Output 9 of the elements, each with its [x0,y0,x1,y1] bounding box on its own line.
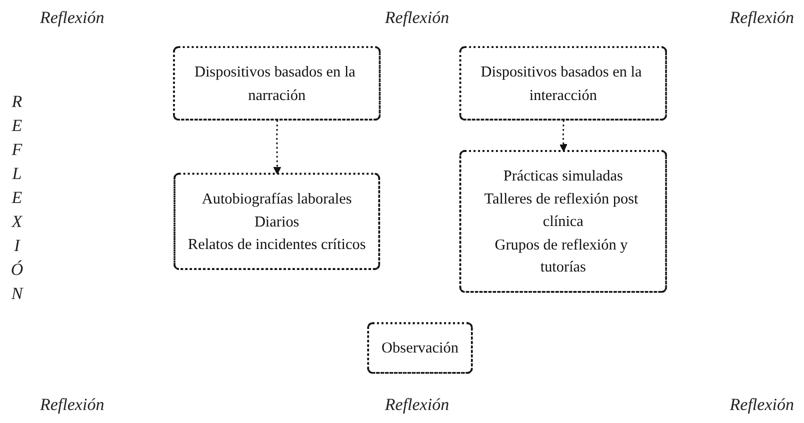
label-text: Reflexión [730,8,794,28]
label-text: Reflexión [730,395,794,415]
label-text: Reflexión [40,8,104,28]
arrow [559,120,568,152]
label-text: Reflexión [384,8,450,28]
label-text: Reflexión [40,395,104,415]
label-text: Reflexión [384,395,450,415]
arrow [273,120,282,175]
vertical-label: REFLEXIÓN [10,91,24,305]
